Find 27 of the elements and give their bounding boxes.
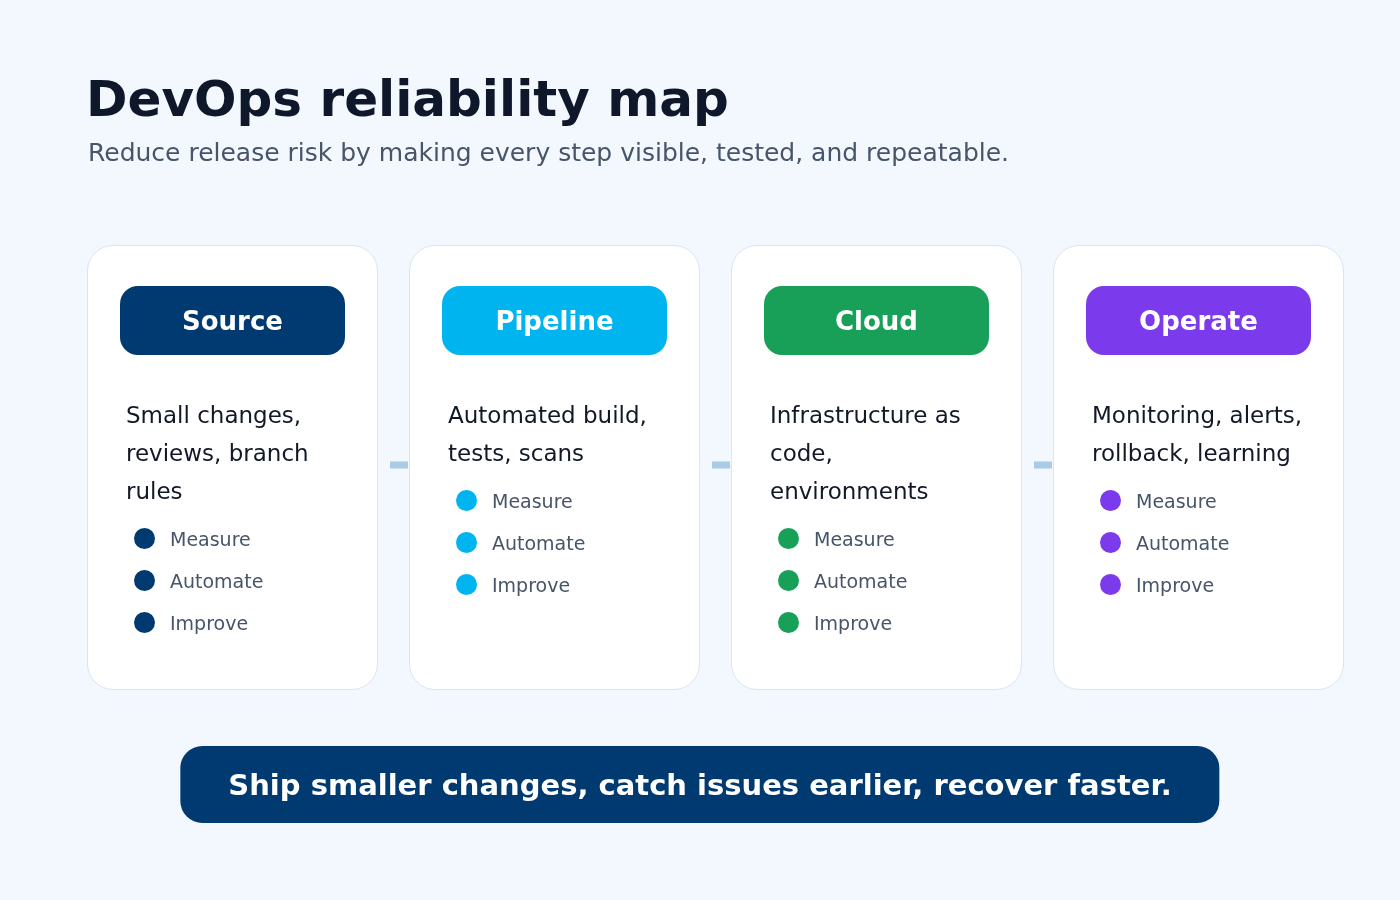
bullet-text: Automate: [170, 569, 264, 594]
bullet-text: Improve: [492, 573, 571, 598]
stage-card: [87, 245, 378, 690]
stage-title-pill: Operate: [1086, 286, 1311, 355]
bullet-text: Automate: [814, 569, 908, 594]
stage-title-pill: Source: [120, 286, 345, 355]
subtitle: Reduce release risk by making every step visible, tested, and repeatable.: [88, 138, 1010, 167]
bullet-text: Improve: [1136, 573, 1215, 598]
stage-card: [409, 245, 700, 690]
bullet-text: Measure: [170, 527, 251, 552]
description-text: Small changes, reviews, branch rules: [126, 401, 310, 506]
bullet-text: Measure: [814, 527, 895, 552]
stage-card: [1053, 245, 1344, 690]
bullet-text: Improve: [170, 611, 249, 636]
stage-title-pill: Pipeline: [442, 286, 667, 355]
stage-card: [731, 245, 1022, 690]
bullet-text: Improve: [814, 611, 893, 636]
bullet-text: Measure: [492, 489, 573, 514]
bullet-text: Measure: [1136, 489, 1217, 514]
bullet-text: Automate: [492, 531, 586, 556]
title: DevOps reliability map: [86, 70, 729, 128]
stage-title-pill: Cloud: [764, 286, 989, 355]
description-text: Automated build, tests, scans: [448, 401, 648, 468]
description-text: Infrastructure as code, environments: [770, 401, 962, 506]
summary-banner: Ship smaller changes, catch issues earlier, recover faster.: [180, 746, 1220, 823]
description-text: Monitoring, alerts, rollback, learning: [1092, 401, 1304, 468]
bullet-text: Automate: [1136, 531, 1230, 556]
